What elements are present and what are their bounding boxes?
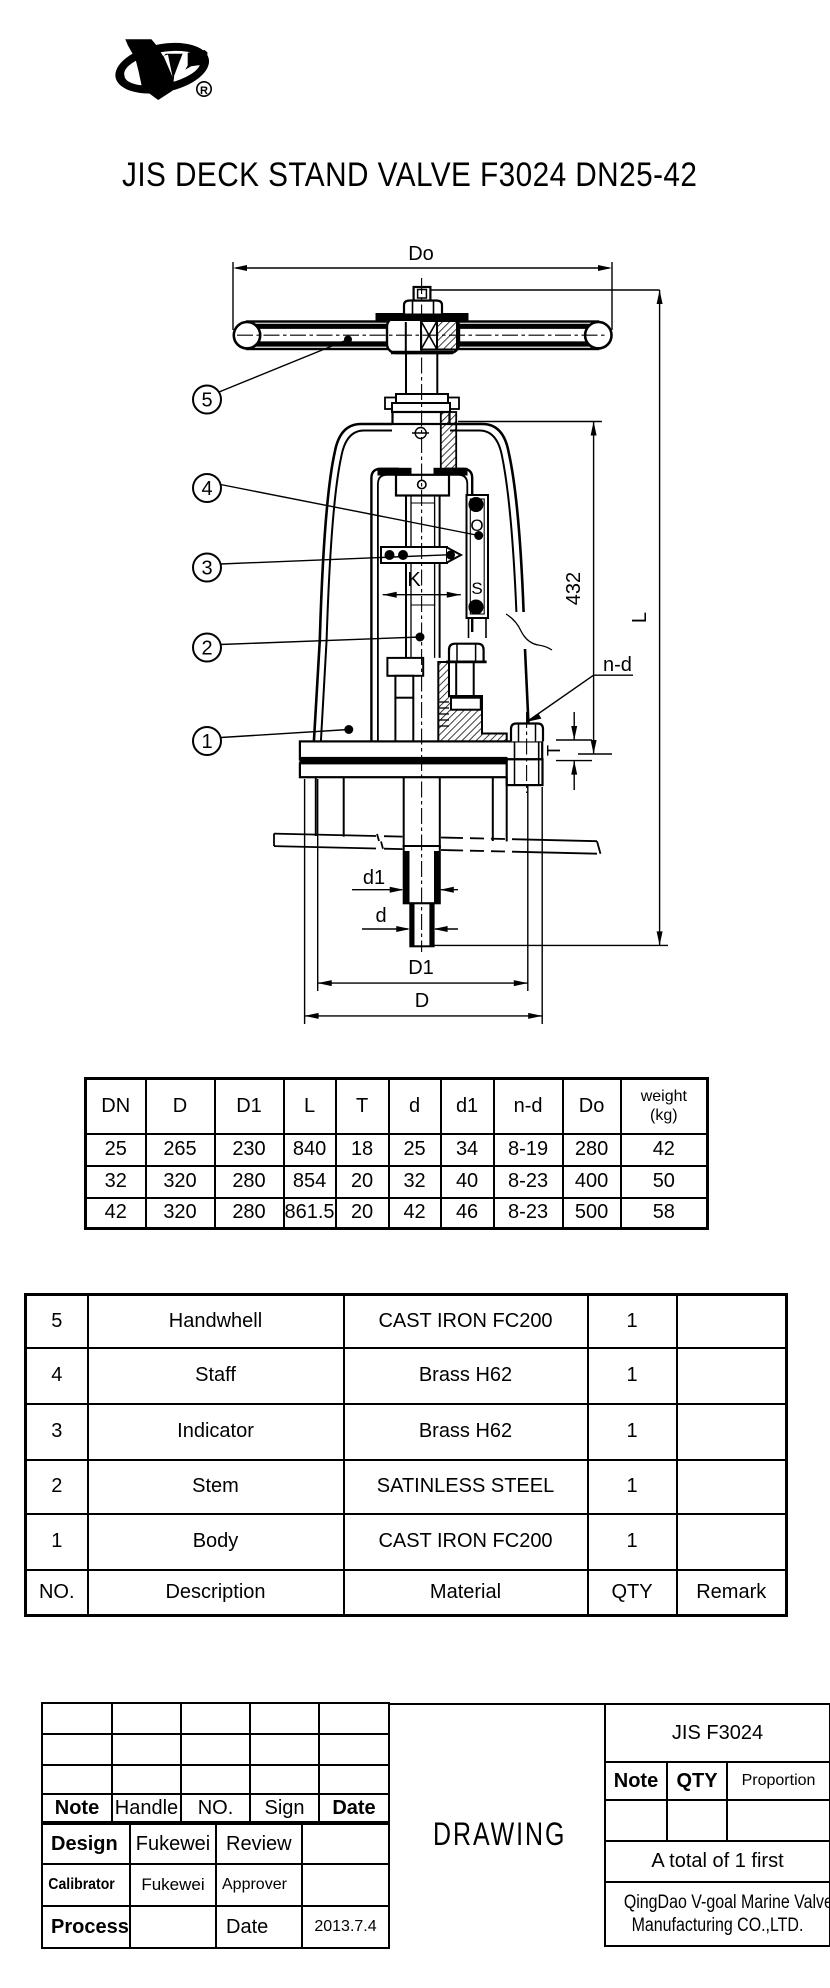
svg-text:d1: d1	[363, 867, 385, 889]
svg-text:d: d	[375, 905, 386, 927]
svg-text:L: L	[629, 612, 651, 623]
svg-text:D: D	[415, 990, 429, 1012]
svg-text:1: 1	[201, 731, 212, 753]
svg-text:K: K	[407, 569, 421, 591]
svg-text:2: 2	[201, 638, 212, 660]
svg-text:S: S	[471, 579, 482, 598]
svg-text:3: 3	[201, 558, 212, 580]
svg-text:R: R	[200, 85, 208, 97]
svg-text:n-d: n-d	[603, 654, 632, 676]
svg-text:O: O	[470, 516, 483, 535]
svg-text:Do: Do	[408, 243, 434, 265]
svg-text:D1: D1	[408, 957, 434, 979]
svg-text:5: 5	[201, 390, 212, 412]
svg-text:432: 432	[563, 572, 585, 605]
svg-text:4: 4	[201, 478, 212, 500]
svg-text:T: T	[544, 745, 564, 756]
